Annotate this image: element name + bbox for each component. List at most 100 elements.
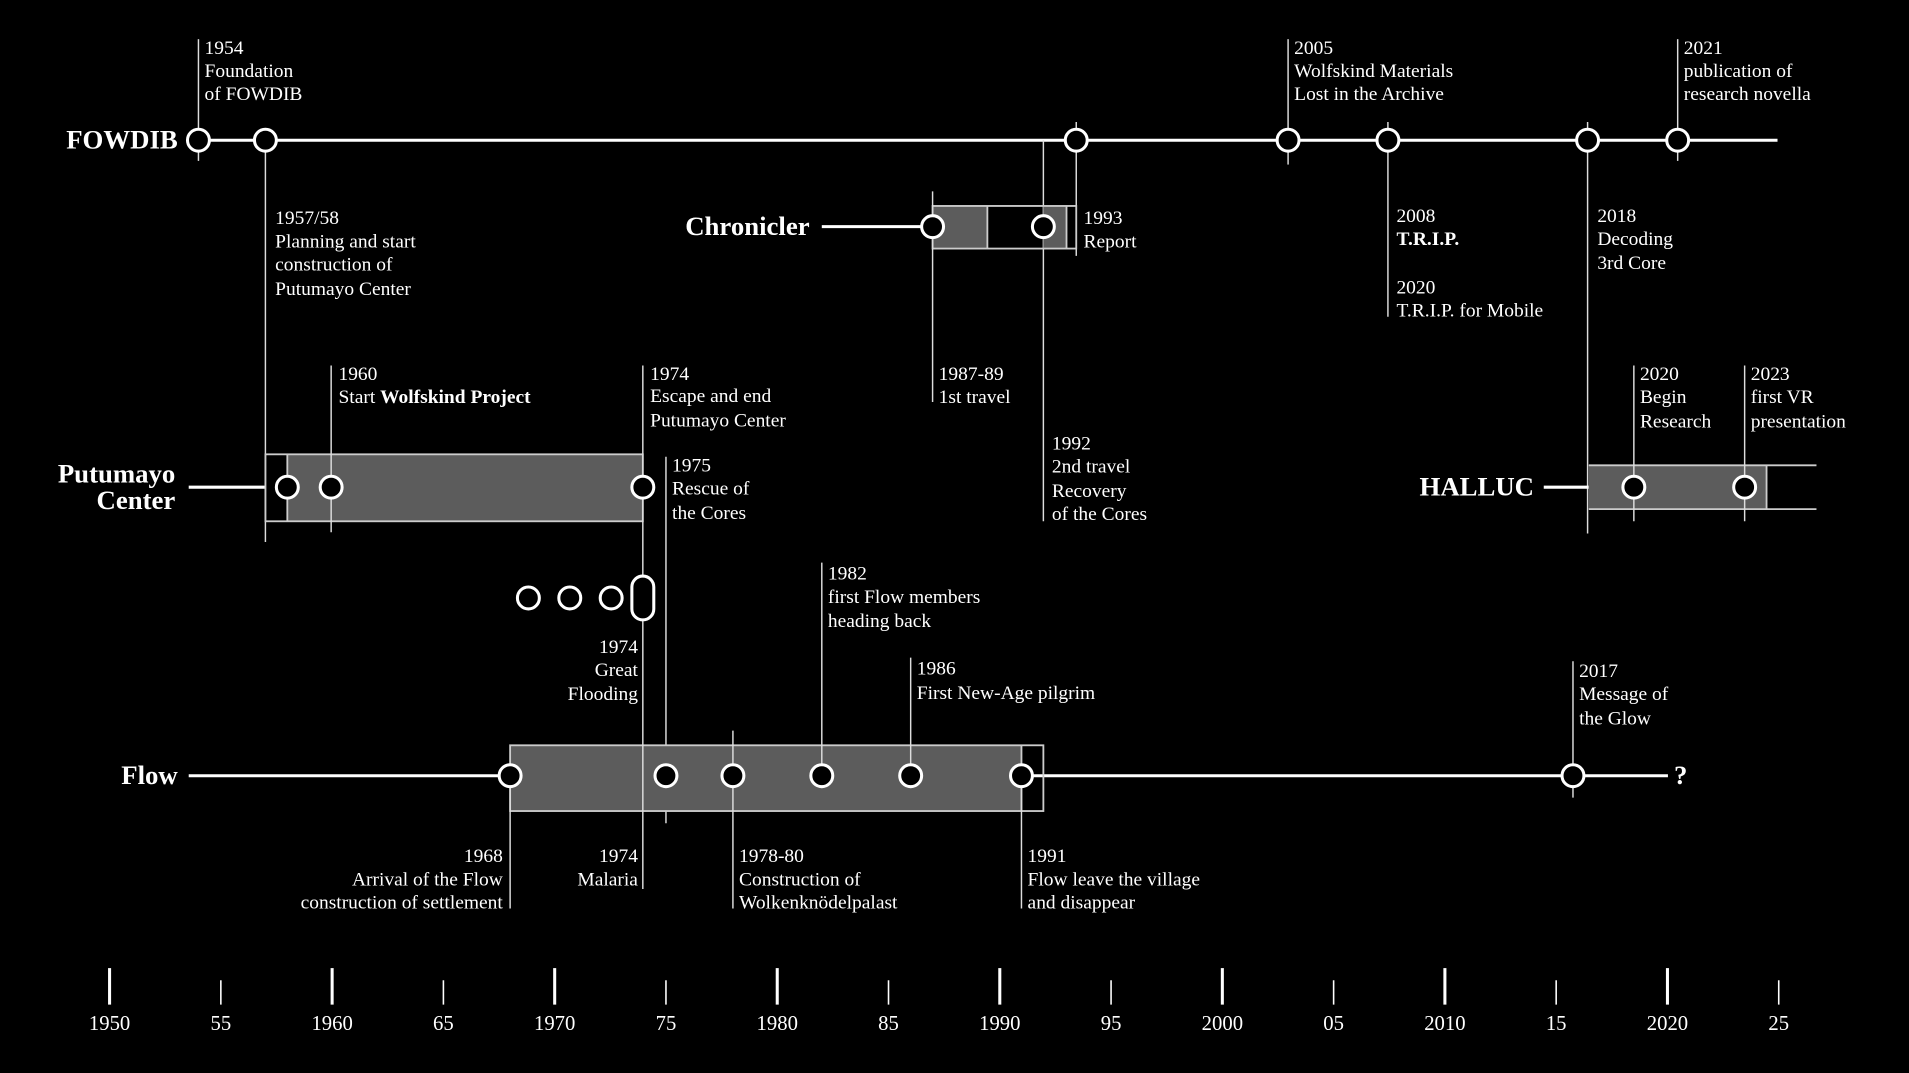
svg-text:Planning and start: Planning and start [275,231,416,252]
svg-text:of FOWDIB: of FOWDIB [205,84,303,105]
svg-text:Malaria: Malaria [577,869,638,890]
event-marker-2018[interactable] [1575,127,1601,153]
svg-text:the Cores: the Cores [672,503,746,524]
svg-text:2008: 2008 [1396,206,1435,227]
svg-text:1991: 1991 [1028,846,1067,867]
event-1960: 1960 Start Wolfskind Project [338,364,531,408]
svg-text:1982: 1982 [828,564,867,585]
event-marker-1991[interactable] [1008,763,1034,789]
axis-tick-label: 1990 [979,1013,1020,1035]
event-1974-flood: 1974 Great Flooding [515,574,656,705]
svg-text:and disappear: and disappear [1028,892,1136,913]
event-marker-1982[interactable] [809,763,835,789]
event-1974-malaria: 1974 Malaria [577,846,638,890]
axis-tick-label: 1950 [89,1013,130,1035]
svg-text:heading back: heading back [828,611,932,632]
event-1968: 1968 Arrival of the Flow construction of… [301,846,504,913]
svg-text:1954: 1954 [205,38,244,59]
svg-text:2nd travel: 2nd travel [1052,457,1131,478]
svg-text:Arrival of the Flow: Arrival of the Flow [352,869,503,890]
event-marker-1957[interactable] [252,127,278,153]
svg-text:3rd Core: 3rd Core [1597,253,1666,274]
axis-tick-label: 2020 [1647,1013,1688,1035]
svg-text:1974: 1974 [650,364,689,385]
event-marker-2008[interactable] [1375,127,1401,153]
event-marker-2020[interactable] [1621,474,1647,500]
svg-text:construction of settlement: construction of settlement [301,892,504,913]
event-marker-2005[interactable] [1275,127,1301,153]
event-marker-1992[interactable] [1030,214,1056,240]
axis-tick-label: 95 [1101,1013,1122,1035]
track-label-fowdib: FOWDIB [66,125,178,155]
svg-text:Center: Center [97,485,176,515]
svg-text:Lost in the Archive: Lost in the Archive [1294,84,1444,105]
svg-text:research novella: research novella [1684,84,1811,105]
event-1957: 1957/58 Planning and start construction … [275,208,416,300]
event-marker-1978[interactable] [720,763,746,789]
event-1992: 1992 2nd travel Recovery of the Cores [1052,433,1147,525]
event-2008: 2008 T.R.I.P. 2020 T.R.I.P. for Mobile [1396,206,1543,322]
event-marker-2023[interactable] [1732,474,1758,500]
event-marker-1993[interactable] [1063,127,1089,153]
event-marker-1954[interactable] [185,127,211,153]
svg-text:1987-89: 1987-89 [939,364,1004,385]
svg-text:2021: 2021 [1684,38,1723,59]
svg-text:Report: Report [1084,231,1138,252]
svg-text:of the Cores: of the Cores [1052,504,1147,525]
event-marker-2021[interactable] [1665,127,1691,153]
svg-text:presentation: presentation [1751,412,1846,433]
event-marker-1974[interactable] [630,474,656,500]
svg-text:1957/58: 1957/58 [275,208,339,229]
svg-text:1975: 1975 [672,455,711,476]
event-1975: 1975 Rescue of the Cores [672,455,750,523]
svg-text:first Flow members: first Flow members [828,587,981,608]
svg-text:2018: 2018 [1597,206,1636,227]
svg-text:1st travel: 1st travel [939,387,1011,408]
event-marker-1987[interactable] [920,214,946,240]
svg-text:1992: 1992 [1052,433,1091,454]
event-marker-1975[interactable] [653,763,679,789]
event-marker-1968[interactable] [497,763,523,789]
event-marker-1960[interactable] [318,474,344,500]
event-2005: 2005 Wolfskind Materials Lost in the Arc… [1294,38,1453,105]
track-label-flow: Flow [121,760,178,790]
axis-tick-label: 15 [1546,1013,1567,1035]
axis-tick-label: 05 [1323,1013,1344,1035]
svg-text:2020: 2020 [1640,364,1679,385]
event-marker-2017[interactable] [1560,763,1586,789]
track-halluc: HALLUC 2020 Begin Research 2023 first VR… [1420,364,1846,522]
svg-text:publication of: publication of [1684,61,1793,82]
svg-text:Foundation: Foundation [205,61,294,82]
svg-text:Begin: Begin [1640,387,1687,408]
svg-text:Start Wolfskind Project: Start Wolfskind Project [338,387,531,408]
flood-pill-marker[interactable] [630,574,656,622]
event-marker-1958[interactable] [274,474,300,500]
svg-text:1968: 1968 [464,846,503,867]
event-1982: 1982 first Flow members heading back [828,564,981,632]
event-2020-halluc: 2020 Begin Research [1640,364,1712,432]
axis-tick-label: 1970 [534,1013,575,1035]
svg-text:Putumayo Center: Putumayo Center [650,410,786,431]
svg-text:Construction of: Construction of [739,869,861,890]
axis-tick-label: 55 [211,1013,232,1035]
axis-tick-label: 1960 [311,1013,352,1035]
event-1978: 1978-80 Construction of Wolkenknödelpala… [739,846,898,913]
svg-text:Great: Great [595,660,639,681]
axis-tick-label: 65 [433,1013,454,1035]
svg-text:2017: 2017 [1579,661,1618,682]
track-fowdib: FOWDIB 1954 Foundation of FOWDIB 1957/58… [66,38,1811,542]
event-marker-1986[interactable] [898,763,924,789]
svg-text:T.R.I.P. for Mobile: T.R.I.P. for Mobile [1396,301,1543,322]
event-2021: 2021 publication of research novella [1684,38,1811,105]
svg-text:Rescue of: Rescue of [672,478,750,499]
svg-text:Wolfskind Materials: Wolfskind Materials [1294,61,1453,82]
axis-tick-label: 2010 [1424,1013,1465,1035]
track-label-chronicler: Chronicler [685,211,810,241]
svg-text:First New-Age pilgrim: First New-Age pilgrim [917,683,1095,704]
svg-text:Escape and end: Escape and end [650,386,771,407]
flow-end-question: ? [1674,760,1687,790]
svg-text:T.R.I.P.: T.R.I.P. [1396,229,1459,250]
flood-marker [515,585,541,611]
